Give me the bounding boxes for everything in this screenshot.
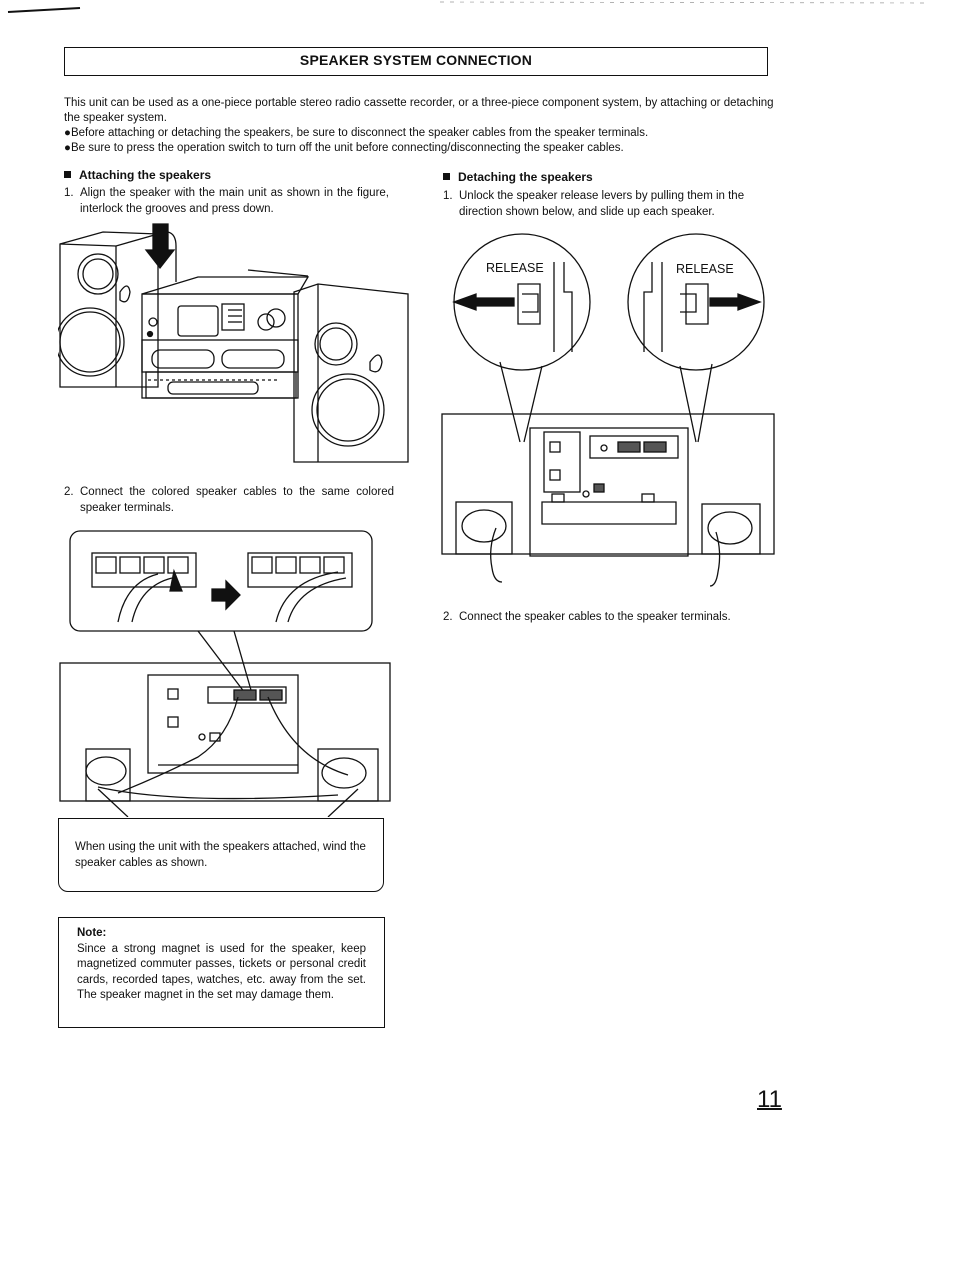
detaching-step-2: 2. Connect the speaker cables to the spe…	[443, 611, 731, 623]
terminal-connection-figure	[59, 530, 391, 817]
attaching-heading: Attaching the speakers	[64, 168, 211, 182]
page-number: 11	[757, 1086, 782, 1113]
intro-bullet-disconnect: ●Before attaching or detaching the speak…	[64, 127, 649, 139]
intro-section: This unit can be used as a one-piece por…	[64, 96, 776, 156]
intro-paragraph: This unit can be used as a one-piece por…	[64, 97, 774, 124]
page-title: SPEAKER SYSTEM CONNECTION	[299, 52, 533, 68]
release-label-left: RELEASE	[486, 261, 544, 275]
bullet-square-icon	[443, 173, 450, 180]
top-edge-line	[7, 1, 931, 13]
attaching-step-2: 2. Connect the colored speaker cables to…	[64, 486, 394, 514]
detaching-heading: Detaching the speakers	[443, 170, 593, 184]
release-lever-figure: RELEASE RELEASE	[441, 233, 775, 587]
magnet-note-box: Note: Since a strong magnet is used for …	[58, 917, 385, 1028]
note-text: Since a strong magnet is used for the sp…	[77, 942, 366, 1002]
release-label-right: RELEASE	[676, 262, 734, 276]
note-title: Note:	[77, 927, 107, 939]
attaching-step-1: 1. Align the speaker with the main unit …	[64, 187, 389, 215]
title-box: SPEAKER SYSTEM CONNECTION	[64, 47, 768, 76]
detaching-step-1: 1. Unlock the speaker release levers by …	[443, 190, 745, 218]
bullet-square-icon	[64, 171, 71, 178]
stereo-alignment-figure	[58, 223, 409, 463]
intro-bullet-switch-off: ●Be sure to press the operation switch t…	[64, 142, 624, 154]
cable-winding-caption: When using the unit with the speakers at…	[58, 818, 384, 892]
